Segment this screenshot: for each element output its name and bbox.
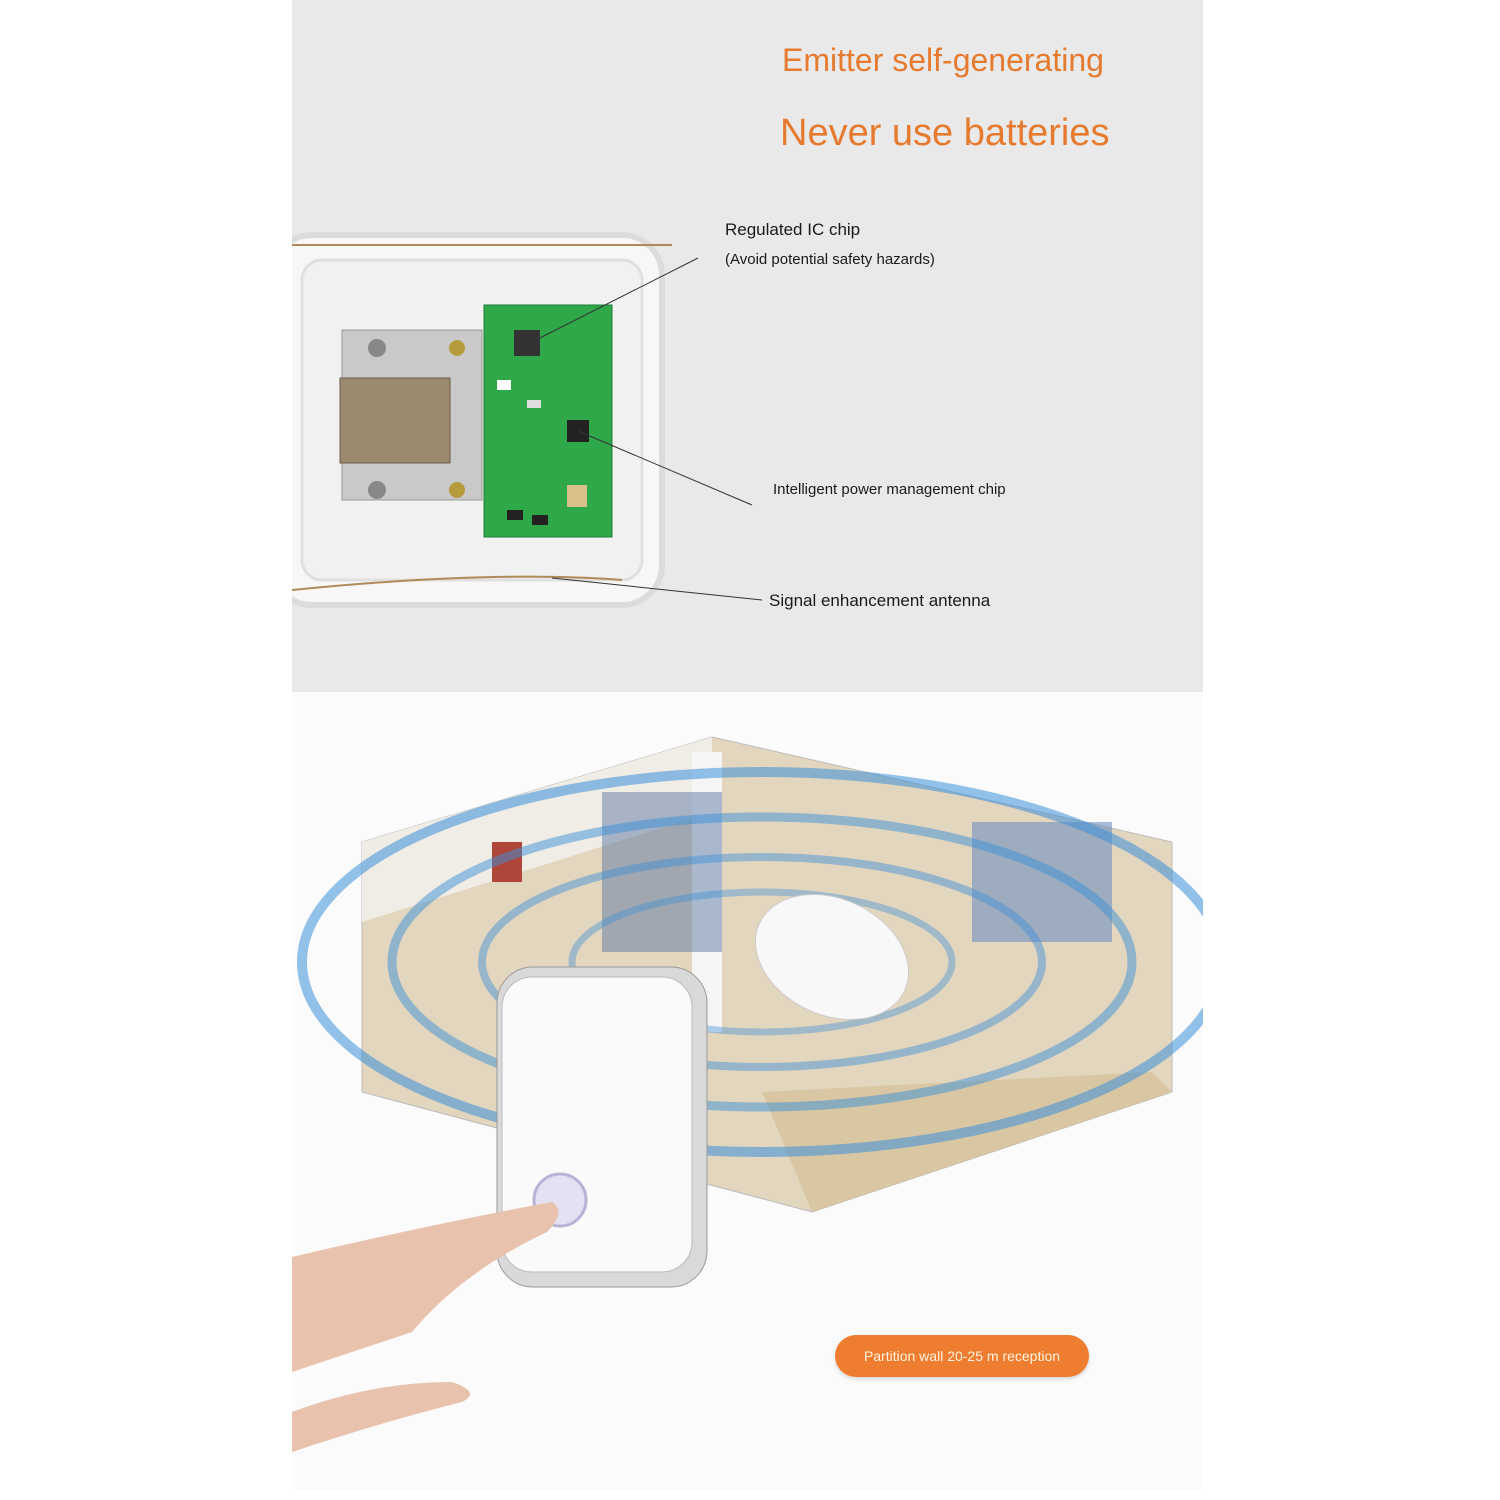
callout-ic-chip: Regulated IC chip — [725, 220, 861, 239]
headline-no-batteries: Never use batteries — [780, 112, 1110, 154]
house-signal-illustration — [292, 736, 1203, 1452]
range-panel: Partition wall 20-25 m reception — [292, 692, 1203, 1490]
callout-power-chip: Intelligent power management chip — [773, 481, 1006, 498]
headline-self-generating: Emitter self-generating — [782, 42, 1104, 78]
range-badge: Partition wall 20-25 m reception — [835, 1335, 1089, 1377]
transmitter-internals-illustration — [292, 232, 763, 608]
callout-ic-chip-note: (Avoid potential safety hazards) — [725, 251, 935, 268]
circuit-panel: Emitter self-generating Never use batter… — [292, 0, 1203, 692]
callout-antenna: Signal enhancement antenna — [769, 591, 991, 610]
